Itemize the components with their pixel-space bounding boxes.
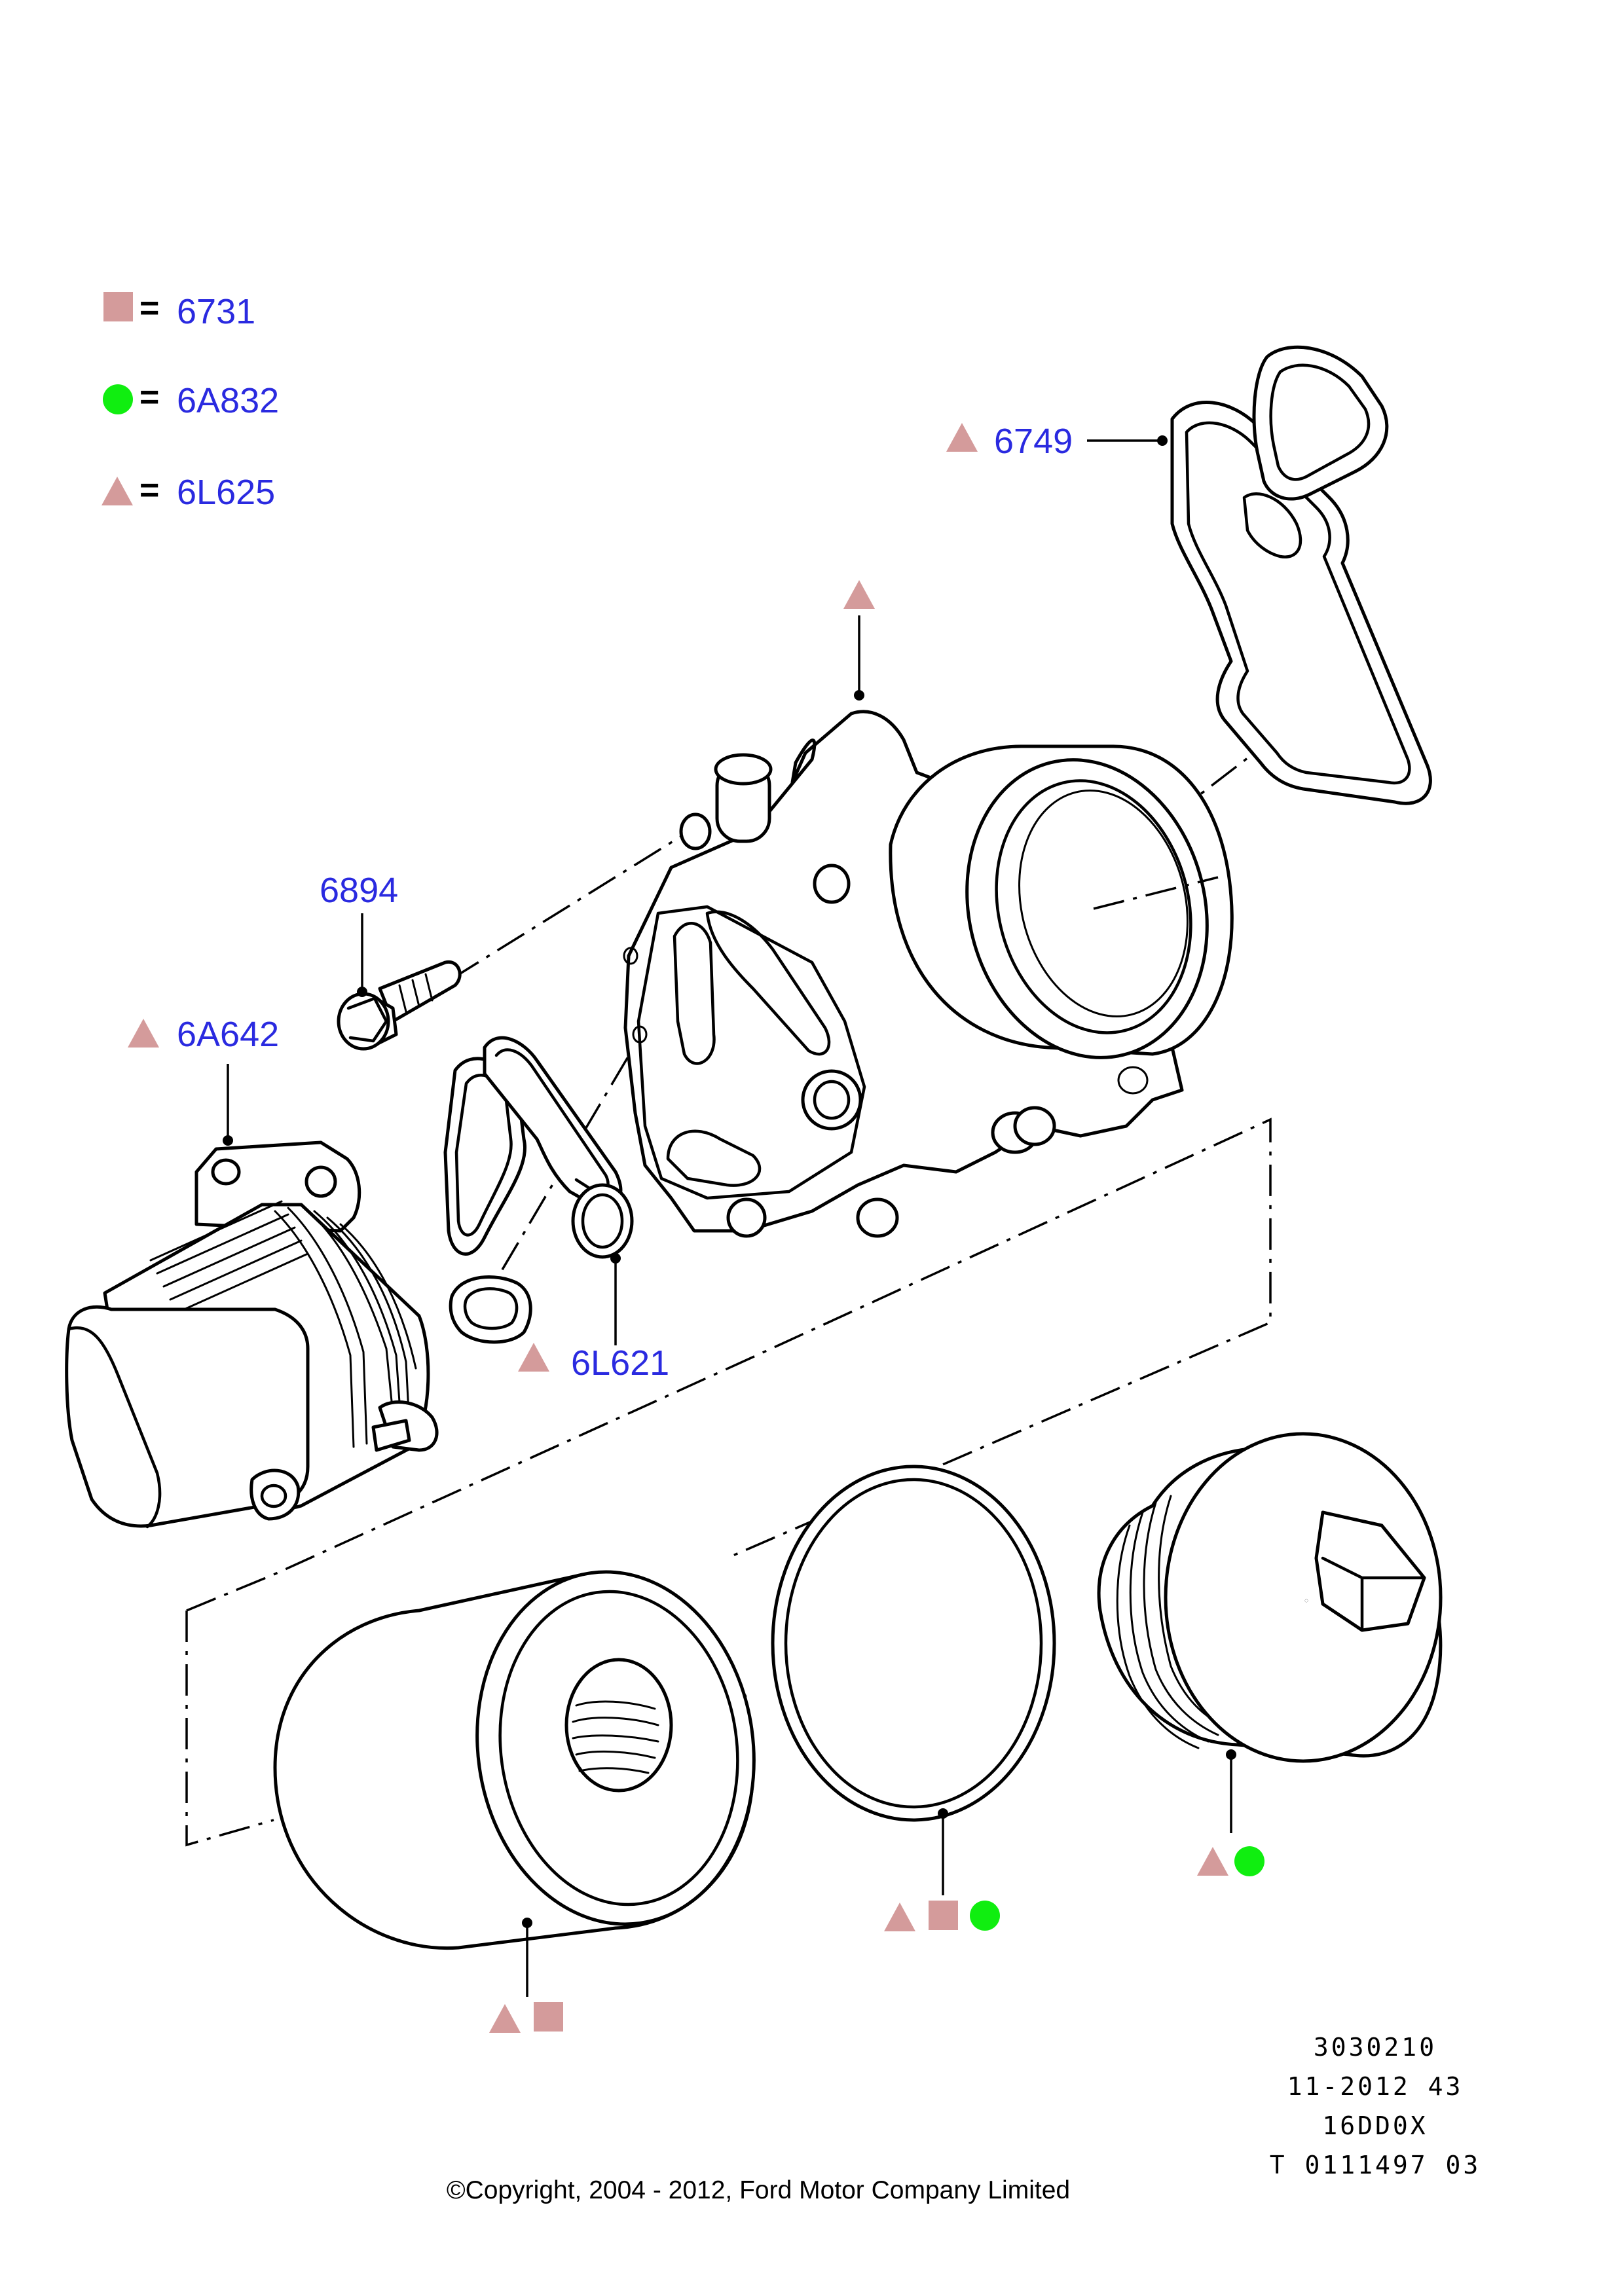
callout-6894: 6894	[320, 871, 398, 997]
callout-6L621: 6L621	[518, 1253, 669, 1383]
legend-equals-1: =	[139, 289, 159, 327]
filter-element-triangle-icon	[489, 2004, 521, 2033]
callout-6894-label: 6894	[320, 871, 398, 910]
housing-triangle-icon	[843, 580, 875, 609]
filter-element-callout	[489, 1918, 563, 2033]
o-ring-triangle-icon	[884, 1903, 915, 1931]
filter-element-square-icon	[534, 2002, 563, 2032]
gasket-6749	[1170, 345, 1432, 805]
legend-equals-2: =	[139, 378, 159, 416]
o-ring-circle-icon	[970, 1901, 1000, 1931]
callout-6L621-label: 6L621	[571, 1343, 669, 1383]
oil-filter-element	[273, 1570, 756, 1950]
callout-6749-triangle-icon	[946, 423, 978, 452]
cap-circle-icon	[1234, 1846, 1264, 1876]
reference-line-1: 3030210	[1314, 2033, 1437, 2062]
reference-line-4: T 0111497 03	[1270, 2151, 1481, 2179]
callout-6A642-triangle-icon	[128, 1019, 159, 1048]
oil-cooler-6A642	[65, 1140, 439, 1529]
oil-filter-cap	[1097, 1432, 1443, 1763]
reference-line-3: 16DD0X	[1322, 2111, 1428, 2140]
legend-code-6A832: 6A832	[177, 381, 279, 420]
callout-6A642-label: 6A642	[177, 1015, 279, 1054]
legend-triangle-icon	[101, 477, 133, 505]
callout-6L621-triangle-icon	[518, 1343, 549, 1372]
legend-code-6L625: 6L625	[177, 473, 275, 512]
cap-triangle-icon	[1197, 1847, 1228, 1876]
copyright-notice: ©Copyright, 2004 - 2012, Ford Motor Comp…	[447, 2176, 1070, 2204]
legend-code-6731: 6731	[177, 292, 255, 331]
cap-callout	[1197, 1749, 1264, 1876]
callout-6A642: 6A642	[128, 1015, 279, 1146]
legend-square-icon	[103, 292, 133, 321]
legend-circle-icon	[103, 384, 133, 414]
seal-ring-long	[443, 1036, 634, 1344]
legend-equals-3: =	[139, 471, 159, 509]
housing-callout	[843, 580, 875, 701]
legend: = 6731 = 6A832 = 6L625	[101, 289, 279, 512]
callout-6749-label: 6749	[994, 422, 1073, 461]
callout-6749: 6749	[946, 422, 1168, 461]
filter-o-ring	[771, 1465, 1056, 1822]
reference-line-2: 11-2012 43	[1287, 2072, 1464, 2101]
o-ring-callout	[884, 1808, 1000, 1931]
reference-codes: 3030210 11-2012 43 16DD0X T 0111497 03	[1270, 2033, 1481, 2179]
oil-filter-housing	[623, 710, 1234, 1238]
bolt-6894	[337, 960, 462, 1051]
o-ring-square-icon	[929, 1901, 958, 1930]
